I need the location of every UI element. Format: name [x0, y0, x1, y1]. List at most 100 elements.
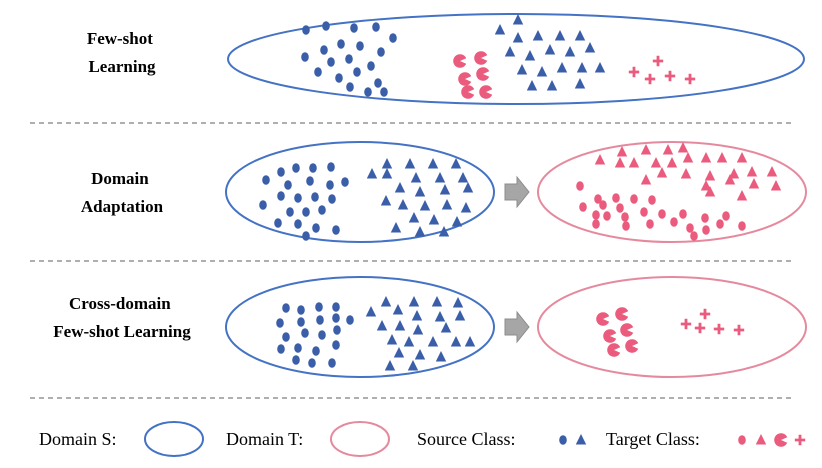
triangle-marker-icon — [594, 154, 606, 165]
domain-s-ellipse — [225, 141, 495, 243]
circle-marker-icon — [327, 162, 335, 172]
circle-marker-icon — [294, 193, 302, 203]
triangle-marker-icon — [397, 199, 409, 210]
pacman-marker-icon — [615, 307, 629, 321]
circle-marker-icon — [284, 180, 292, 190]
triangle-marker-icon — [384, 360, 396, 371]
triangle-marker-icon — [380, 296, 392, 307]
triangle-marker-icon — [427, 158, 439, 169]
legend-domain-t-ellipse — [330, 421, 390, 457]
triangle-marker-icon — [628, 157, 640, 168]
circle-marker-icon — [302, 207, 310, 217]
circle-marker-icon — [353, 67, 361, 77]
circle-marker-icon — [658, 209, 666, 219]
domain-t-ellipse — [537, 276, 807, 378]
triangle-marker-icon — [680, 168, 692, 179]
right-arrow-icon — [504, 310, 530, 344]
circle-marker-icon — [322, 21, 330, 31]
triangle-marker-icon — [546, 80, 558, 91]
circle-marker-icon — [374, 78, 382, 88]
triangle-marker-icon — [450, 336, 462, 347]
legend-domain-s-ellipse — [144, 421, 204, 457]
triangle-marker-icon — [408, 212, 420, 223]
triangle-marker-icon — [412, 324, 424, 335]
circle-marker-icon — [294, 343, 302, 353]
triangle-marker-icon — [736, 152, 748, 163]
triangle-marker-icon — [704, 170, 716, 181]
circle-marker-icon — [690, 231, 698, 241]
circle-marker-icon — [328, 194, 336, 204]
triangle-marker-icon — [504, 46, 516, 57]
circle-marker-icon — [372, 22, 380, 32]
circle-marker-icon — [630, 194, 638, 204]
cross-marker-icon — [652, 55, 664, 67]
circle-marker-icon — [702, 225, 710, 235]
circle-marker-icon — [364, 87, 372, 97]
circle-marker-icon — [302, 25, 310, 35]
circle-marker-icon — [286, 207, 294, 217]
circle-marker-icon — [356, 41, 364, 51]
triangle-marker-icon — [440, 322, 452, 333]
pacman-marker-icon — [620, 323, 634, 337]
circle-marker-icon — [341, 177, 349, 187]
triangle-marker-icon — [640, 144, 652, 155]
triangle-marker-icon — [736, 190, 748, 201]
triangle-marker-icon — [381, 168, 393, 179]
triangle-marker-icon — [404, 158, 416, 169]
triangle-marker-icon — [435, 351, 447, 362]
triangle-marker-icon — [616, 146, 628, 157]
row-label-line: Few-shot — [87, 29, 153, 48]
cross-marker-icon — [694, 322, 706, 334]
cross-marker-icon — [684, 73, 696, 85]
circle-marker-icon — [311, 192, 319, 202]
triangle-marker-icon — [451, 216, 463, 227]
triangle-marker-icon — [431, 296, 443, 307]
circle-marker-icon — [346, 82, 354, 92]
circle-marker-icon — [592, 219, 600, 229]
triangle-marker-icon — [532, 30, 544, 41]
triangle-marker-icon — [584, 42, 596, 53]
triangle-marker-icon — [427, 336, 439, 347]
triangle-marker-icon — [457, 172, 469, 183]
cross-marker-icon — [664, 70, 676, 82]
circle-marker-icon — [282, 303, 290, 313]
circle-marker-icon — [282, 332, 290, 342]
triangle-marker-icon — [574, 78, 586, 89]
triangle-marker-icon — [516, 64, 528, 75]
row-label-line: Domain — [91, 169, 149, 188]
pacman-marker-icon — [479, 85, 493, 99]
circle-marker-icon — [276, 318, 284, 328]
row-label-line: Few-shot Learning — [53, 322, 191, 341]
circle-marker-icon — [579, 202, 587, 212]
circle-marker-icon — [345, 54, 353, 64]
triangle-marker-icon — [556, 62, 568, 73]
pacman-marker-icon — [607, 343, 621, 357]
triangle-marker-icon — [564, 46, 576, 57]
circle-marker-icon — [716, 219, 724, 229]
circle-marker-icon — [346, 315, 354, 325]
triangle-marker-icon — [700, 152, 712, 163]
legend-domain-s-label: Domain S: — [39, 429, 117, 449]
triangle-marker-icon — [366, 168, 378, 179]
pacman-marker-icon — [596, 312, 610, 326]
triangle-marker-icon — [576, 62, 588, 73]
right-arrow-icon — [504, 175, 530, 209]
triangle-marker-icon — [594, 62, 606, 73]
triangle-marker-icon — [414, 349, 426, 360]
cross-marker-icon — [644, 73, 656, 85]
domain-s-ellipse — [225, 276, 495, 378]
circle-marker-icon — [332, 225, 340, 235]
triangle-marker-icon — [770, 180, 782, 191]
pacman-marker-icon — [476, 67, 490, 81]
pacman-marker-icon — [453, 54, 467, 68]
triangle-marker-icon — [414, 226, 426, 237]
circle-marker-icon — [576, 181, 584, 191]
pacman-marker-icon — [458, 72, 472, 86]
circle-marker-icon — [297, 305, 305, 315]
circle-marker-icon — [312, 346, 320, 356]
triangle-marker-icon — [716, 152, 728, 163]
legend-target-class-label: Target Class: — [606, 429, 700, 449]
circle-marker-icon — [318, 205, 326, 215]
pacman-marker-icon — [603, 329, 617, 343]
